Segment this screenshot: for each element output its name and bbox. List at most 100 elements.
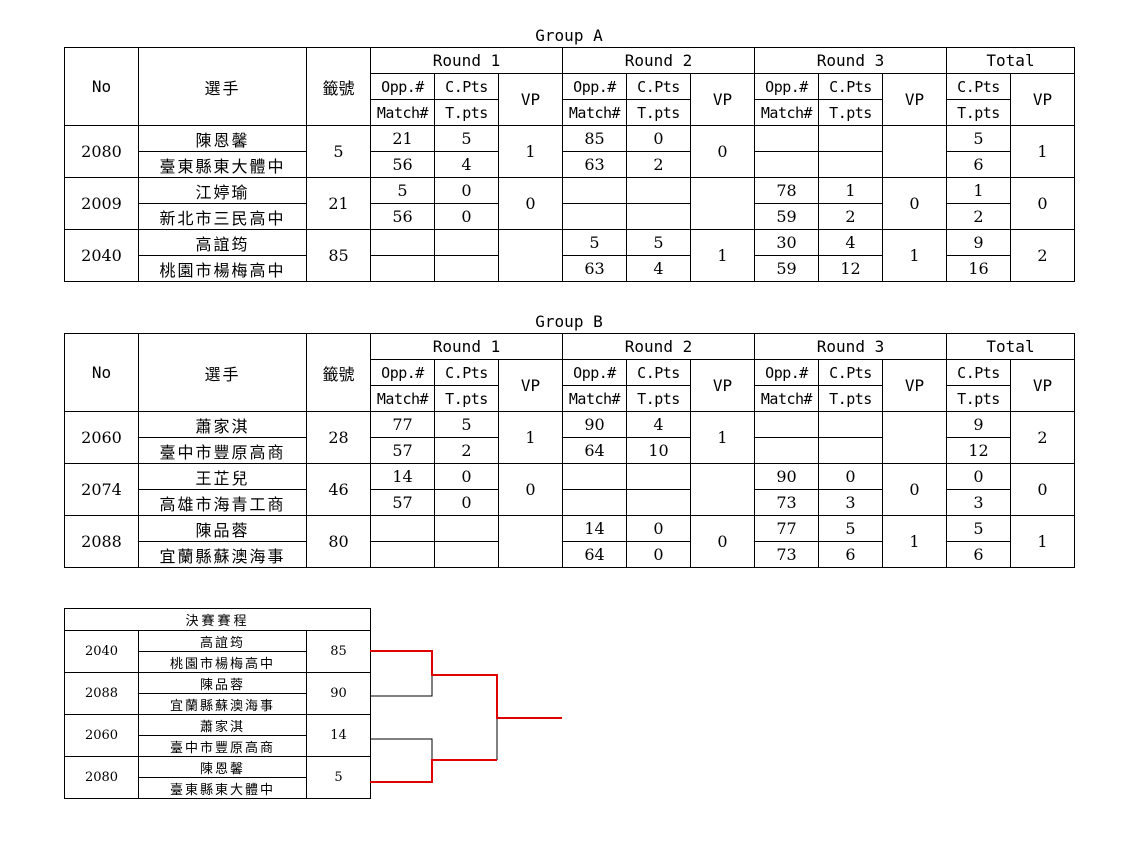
table-row: 2088 陳品蓉 90: [64, 672, 371, 715]
header-round1: Round 1: [370, 333, 563, 360]
r1-match: [370, 255, 435, 282]
player-draw: 28: [306, 411, 371, 464]
r1-tpts: 0: [434, 203, 499, 230]
total-tpts: 6: [946, 541, 1011, 568]
table-row: 2074 王芷兒 46 14 0 0 90 0 0 0 0: [64, 463, 1075, 516]
r3-match: 59: [754, 255, 819, 282]
player-draw: 80: [306, 515, 371, 568]
header-tpts: T.pts: [626, 99, 691, 126]
table-row: 宜蘭縣蘇澳海事: [65, 693, 371, 715]
header-tpts: T.pts: [434, 385, 499, 412]
r1-match: [370, 541, 435, 568]
group-b-table: No 選手 籤號 Round 1 Round 2 Round 3 Total O…: [64, 333, 1075, 568]
total-tpts: 16: [946, 255, 1011, 282]
group-a-title: Group A: [535, 26, 603, 45]
r3-vp: 0: [882, 463, 947, 516]
table-row: 臺中市豐原高商: [65, 735, 371, 757]
bracket-line-black: [370, 738, 433, 760]
r1-tpts: [434, 255, 499, 282]
r2-match: 63: [562, 151, 627, 178]
group-a-table: No 選手 籤號 Round 1 Round 2 Round 3 Total O…: [64, 47, 1075, 282]
header-tpts: T.pts: [626, 385, 691, 412]
header-cpts: C.Pts: [818, 359, 883, 386]
table-row: 2040 高誼筠 85 5 5 1 30 4 1 9 2: [64, 229, 1075, 282]
r2-cpts: [626, 177, 691, 204]
r1-match: 57: [370, 437, 435, 464]
total-vp: 1: [1010, 125, 1075, 178]
header-cpts: C.Pts: [626, 73, 691, 100]
table-row: 臺東縣東大體中 56 4 63 2 6: [65, 151, 1075, 178]
table-row: 新北市三民高中 56 0 59 2 2: [65, 203, 1075, 230]
table-row: 2009 江婷瑜 21 5 0 0 78 1 0 1 0: [64, 177, 1075, 230]
r3-vp: [882, 125, 947, 178]
table-row: 桃園市楊梅高中 63 4 59 12 16: [65, 255, 1075, 282]
header-vp: VP: [882, 359, 947, 412]
player-school: 宜蘭縣蘇澳海事: [138, 541, 307, 568]
r3-tpts: 12: [818, 255, 883, 282]
header-no: No: [64, 47, 139, 126]
player-school: 臺中市豐原高商: [138, 437, 307, 464]
table-row: 2088 陳品蓉 80 14 0 0 77 5 1 5 1: [64, 515, 1075, 568]
header-match: Match#: [370, 99, 435, 126]
player-school: 桃園市楊梅高中: [138, 255, 307, 282]
finals-draw: 14: [306, 714, 371, 757]
header-cpts: C.Pts: [946, 73, 1011, 100]
r2-vp: 0: [690, 515, 755, 568]
header-vp: VP: [882, 73, 947, 126]
table-row: 高雄市海青工商 57 0 73 3 3: [65, 489, 1075, 516]
r3-tpts: 6: [818, 541, 883, 568]
header-cpts: C.Pts: [818, 73, 883, 100]
r3-vp: [882, 411, 947, 464]
r2-vp: [690, 463, 755, 516]
header-match: Match#: [754, 385, 819, 412]
r2-cpts: [626, 463, 691, 490]
header-tpts: T.pts: [946, 385, 1011, 412]
total-vp: 0: [1010, 177, 1075, 230]
r3-cpts: 5: [818, 515, 883, 542]
total-cpts: 5: [946, 125, 1011, 152]
finals-draw: 85: [306, 630, 371, 673]
finals-draw: 90: [306, 672, 371, 715]
total-tpts: 12: [946, 437, 1011, 464]
r1-tpts: [434, 541, 499, 568]
header-draw: 籤號: [306, 47, 371, 126]
finals-table: 決賽賽程 2040 高誼筠 85 桃園市楊梅高中 2088 陳品蓉 90 宜蘭縣…: [64, 608, 371, 799]
table-row: 臺中市豐原高商 57 2 64 10 12: [65, 437, 1075, 464]
r3-match: [754, 151, 819, 178]
r3-opp: 77: [754, 515, 819, 542]
r2-vp: 1: [690, 229, 755, 282]
r3-cpts: [818, 125, 883, 152]
total-cpts: 1: [946, 177, 1011, 204]
r1-vp: 1: [498, 411, 563, 464]
player-draw: 21: [306, 177, 371, 230]
r2-tpts: 4: [626, 255, 691, 282]
finals-name: 陳品蓉: [138, 672, 307, 694]
finals-school: 宜蘭縣蘇澳海事: [138, 693, 307, 715]
header-cpts: C.Pts: [626, 359, 691, 386]
table-row: 2060 蕭家淇 28 77 5 1 90 4 1 9 2: [64, 411, 1075, 464]
table-row: 臺東縣東大體中: [65, 777, 371, 799]
finals-no: 2088: [64, 672, 139, 715]
player-draw: 46: [306, 463, 371, 516]
header-opp: Opp.#: [370, 73, 435, 100]
finals-no: 2060: [64, 714, 139, 757]
r1-vp: 0: [498, 463, 563, 516]
r2-opp: 14: [562, 515, 627, 542]
r3-opp: 30: [754, 229, 819, 256]
total-vp: 1: [1010, 515, 1075, 568]
bracket-line-winner: [370, 759, 497, 783]
total-cpts: 9: [946, 229, 1011, 256]
r3-tpts: [818, 437, 883, 464]
finals-no: 2040: [64, 630, 139, 673]
header-tpts: T.pts: [946, 99, 1011, 126]
r1-match: 56: [370, 203, 435, 230]
header-player: 選手: [138, 47, 307, 126]
total-cpts: 0: [946, 463, 1011, 490]
player-draw: 85: [306, 229, 371, 282]
player-name: 王芷兒: [138, 463, 307, 490]
r2-vp: 1: [690, 411, 755, 464]
total-tpts: 6: [946, 151, 1011, 178]
r1-cpts: 0: [434, 463, 499, 490]
table-row: 2060 蕭家淇 14: [64, 714, 371, 757]
